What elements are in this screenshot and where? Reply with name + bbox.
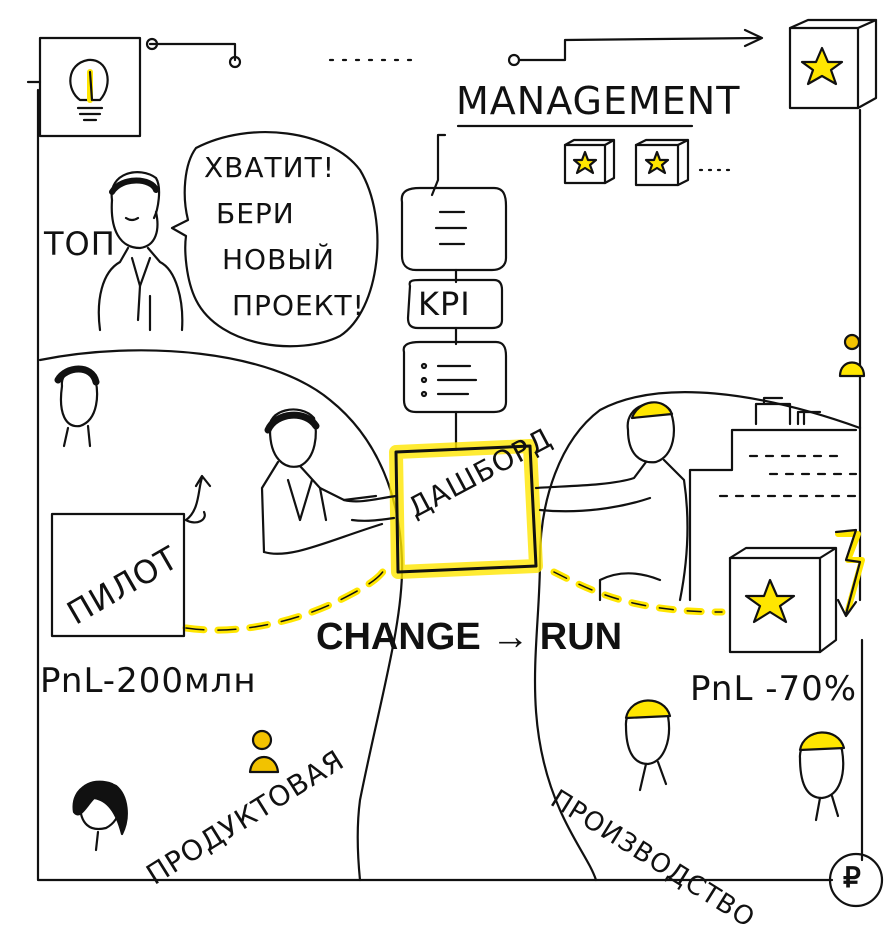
outer-frame bbox=[36, 28, 864, 882]
person-icon bbox=[838, 333, 866, 378]
star-box-right-icon bbox=[728, 546, 838, 654]
lightning-icon bbox=[834, 528, 865, 618]
speech-bubble bbox=[170, 131, 379, 348]
person-left-bottom bbox=[72, 780, 128, 852]
pnl-left-label: PnL-200млн bbox=[40, 661, 257, 701]
terrain-right bbox=[688, 396, 858, 602]
management-decor bbox=[430, 124, 732, 197]
dashboard-box bbox=[389, 439, 543, 579]
worker-bottom-1 bbox=[624, 699, 672, 792]
pilot-box bbox=[50, 474, 212, 638]
top-label: ТОП bbox=[44, 225, 116, 263]
top-manager bbox=[97, 171, 184, 332]
central-stack bbox=[400, 186, 508, 452]
ruble-icon bbox=[828, 852, 884, 908]
management-title: MANAGEMENT bbox=[456, 79, 741, 123]
worker-bottom-2 bbox=[798, 731, 846, 822]
change-run-label: CHANGE → RUN bbox=[316, 616, 623, 658]
person-left-top bbox=[54, 365, 100, 448]
manager-center bbox=[260, 408, 398, 555]
speech-line-2: БЕРИ bbox=[216, 197, 295, 230]
currency-label: ₽ bbox=[843, 862, 861, 893]
speech-line-1: ХВАТИТ! bbox=[204, 151, 335, 184]
person-yellow-left bbox=[248, 729, 280, 774]
star-box-icon bbox=[788, 18, 878, 110]
kpi-label: KPI bbox=[418, 285, 471, 323]
speech-line-4: ПРОЕКТ! bbox=[232, 289, 365, 322]
dashed-connectors bbox=[182, 566, 726, 634]
pnl-right-label: PnL -70% bbox=[690, 669, 858, 709]
speech-line-3: НОВЫЙ bbox=[222, 243, 335, 276]
worker-center bbox=[534, 401, 689, 602]
lightbulb-icon bbox=[26, 36, 142, 138]
